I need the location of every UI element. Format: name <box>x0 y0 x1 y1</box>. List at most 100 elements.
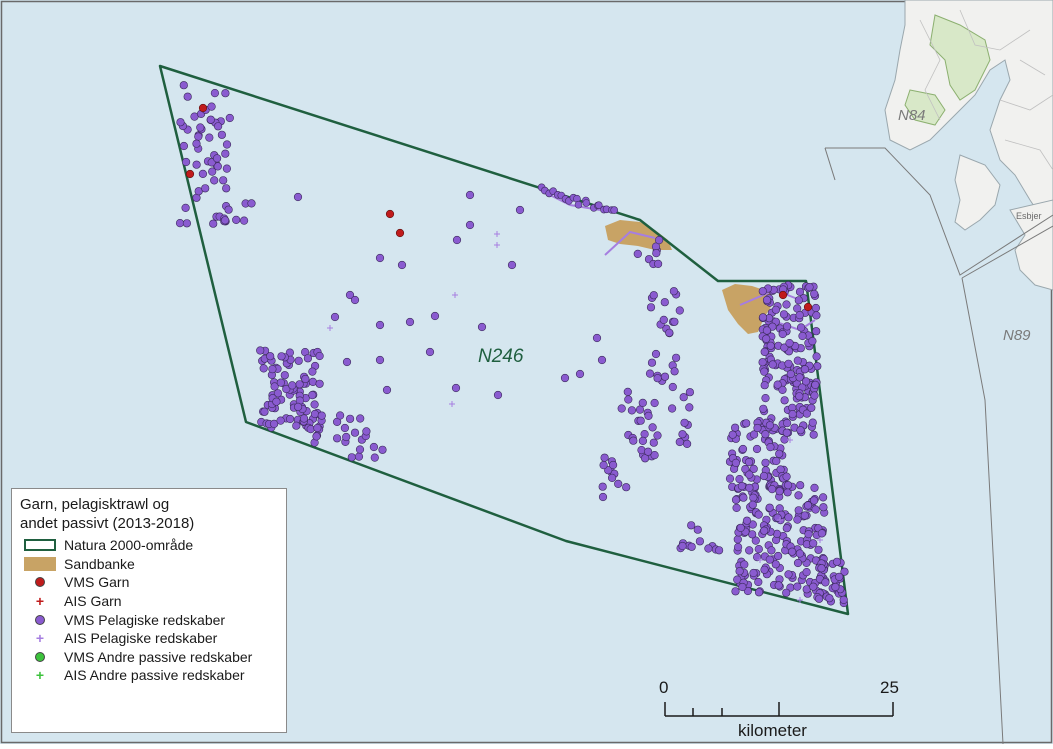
land-boundaries <box>919 9 1053 171</box>
vms-point <box>651 349 661 359</box>
vms-point <box>270 382 279 391</box>
vms-point <box>629 436 638 445</box>
legend-item-ais-garn: + AIS Garn <box>20 592 278 611</box>
ais-pelagic-points <box>327 231 823 603</box>
vms-point <box>273 389 283 398</box>
vms-point <box>671 353 681 362</box>
vms-point <box>787 547 797 556</box>
vms-point <box>765 421 775 430</box>
legend-title-line2: andet passivt (2013-2018) <box>20 515 195 532</box>
vms-point <box>378 445 387 454</box>
vms-point <box>594 201 603 209</box>
vms-point <box>649 291 658 300</box>
vms-point <box>308 391 317 400</box>
vms-point <box>280 371 289 380</box>
vms-point <box>207 102 216 111</box>
vms-point <box>356 414 365 423</box>
vms-point <box>685 388 695 397</box>
vms-point <box>695 537 705 546</box>
ais-point <box>494 242 500 248</box>
vms-point <box>638 436 648 446</box>
legend-label: VMS Andre passive redskaber <box>64 648 253 665</box>
vms-point <box>773 551 783 561</box>
vms-point <box>370 453 379 462</box>
vms-point <box>452 235 462 245</box>
vms-point <box>809 496 819 505</box>
vms-point <box>286 414 295 424</box>
vms-point <box>336 411 345 420</box>
vms-point <box>779 310 789 319</box>
vms-point <box>182 157 191 167</box>
vms-point <box>762 334 771 343</box>
vms-point <box>680 418 689 427</box>
vms-point <box>315 379 324 388</box>
vms-point <box>795 549 805 558</box>
vms-point <box>796 323 806 332</box>
vms-point <box>346 414 355 423</box>
vms-point <box>772 456 781 466</box>
vms-point <box>598 492 608 502</box>
vms-point <box>182 219 191 228</box>
vms-point <box>794 296 803 305</box>
vms-point <box>795 373 804 382</box>
vms-point <box>574 200 583 209</box>
vms-point <box>758 313 768 322</box>
vms-point <box>653 259 663 269</box>
legend-title: Garn, pelagisktrawl og andet passivt (20… <box>20 495 278 533</box>
vms-point <box>687 521 696 530</box>
vms-point <box>793 356 802 365</box>
vms-point <box>785 339 794 348</box>
vms-point <box>675 306 684 315</box>
vms-point <box>728 430 737 439</box>
cross-symbol-icon: + <box>35 667 45 684</box>
legend-title-line1: Garn, pelagisktrawl og <box>20 496 170 513</box>
vms-point <box>749 568 758 578</box>
vms-point <box>679 393 688 402</box>
vms-point <box>752 444 762 454</box>
vms-point <box>767 485 777 494</box>
vms-point <box>598 482 607 491</box>
area-label-n246: N246 <box>478 346 524 367</box>
vms-point <box>604 466 613 475</box>
vms-point <box>782 524 791 533</box>
legend-item-vms-other: VMS Andre passive redskaber <box>20 648 278 667</box>
vms-point <box>685 403 694 412</box>
vms-point <box>201 184 210 193</box>
vms-point <box>350 295 360 305</box>
vms-point <box>744 458 754 467</box>
vms-point <box>754 510 763 519</box>
vms-point <box>317 411 326 420</box>
vms-point <box>350 428 360 437</box>
vms-point <box>780 396 789 405</box>
scale-unit-label: kilometer <box>738 721 807 740</box>
vms-point <box>809 582 818 591</box>
vms-point <box>730 423 740 432</box>
vms-point <box>783 481 793 490</box>
vms-point <box>760 526 769 535</box>
legend-item-vms-pelagic: VMS Pelagiske redskaber <box>20 610 278 629</box>
natura-2000-boundary-n246[interactable] <box>158 64 850 616</box>
vms-point <box>597 355 607 365</box>
vms-point <box>782 428 791 437</box>
region-label-n84: N84 <box>898 107 926 124</box>
vms-point <box>775 449 784 458</box>
vms-point <box>733 535 742 544</box>
vms-point <box>362 427 371 436</box>
vms-point <box>745 546 754 555</box>
vms-point <box>425 347 435 357</box>
vms-point <box>665 328 674 337</box>
vms-point <box>778 329 787 339</box>
vms-point <box>751 536 760 545</box>
natura-area-n84-b <box>904 89 946 126</box>
vms-point <box>780 343 789 352</box>
vms-point <box>817 529 827 538</box>
map-legend: Garn, pelagisktrawl og andet passivt (20… <box>11 488 287 733</box>
vms-point <box>793 582 802 591</box>
vms-garn-point <box>385 209 395 219</box>
vms-point <box>839 595 848 605</box>
vms-point <box>835 572 844 582</box>
vms-point <box>310 400 319 409</box>
scale-bar: 0 25 kilometer <box>650 678 910 742</box>
vms-point <box>784 570 793 579</box>
